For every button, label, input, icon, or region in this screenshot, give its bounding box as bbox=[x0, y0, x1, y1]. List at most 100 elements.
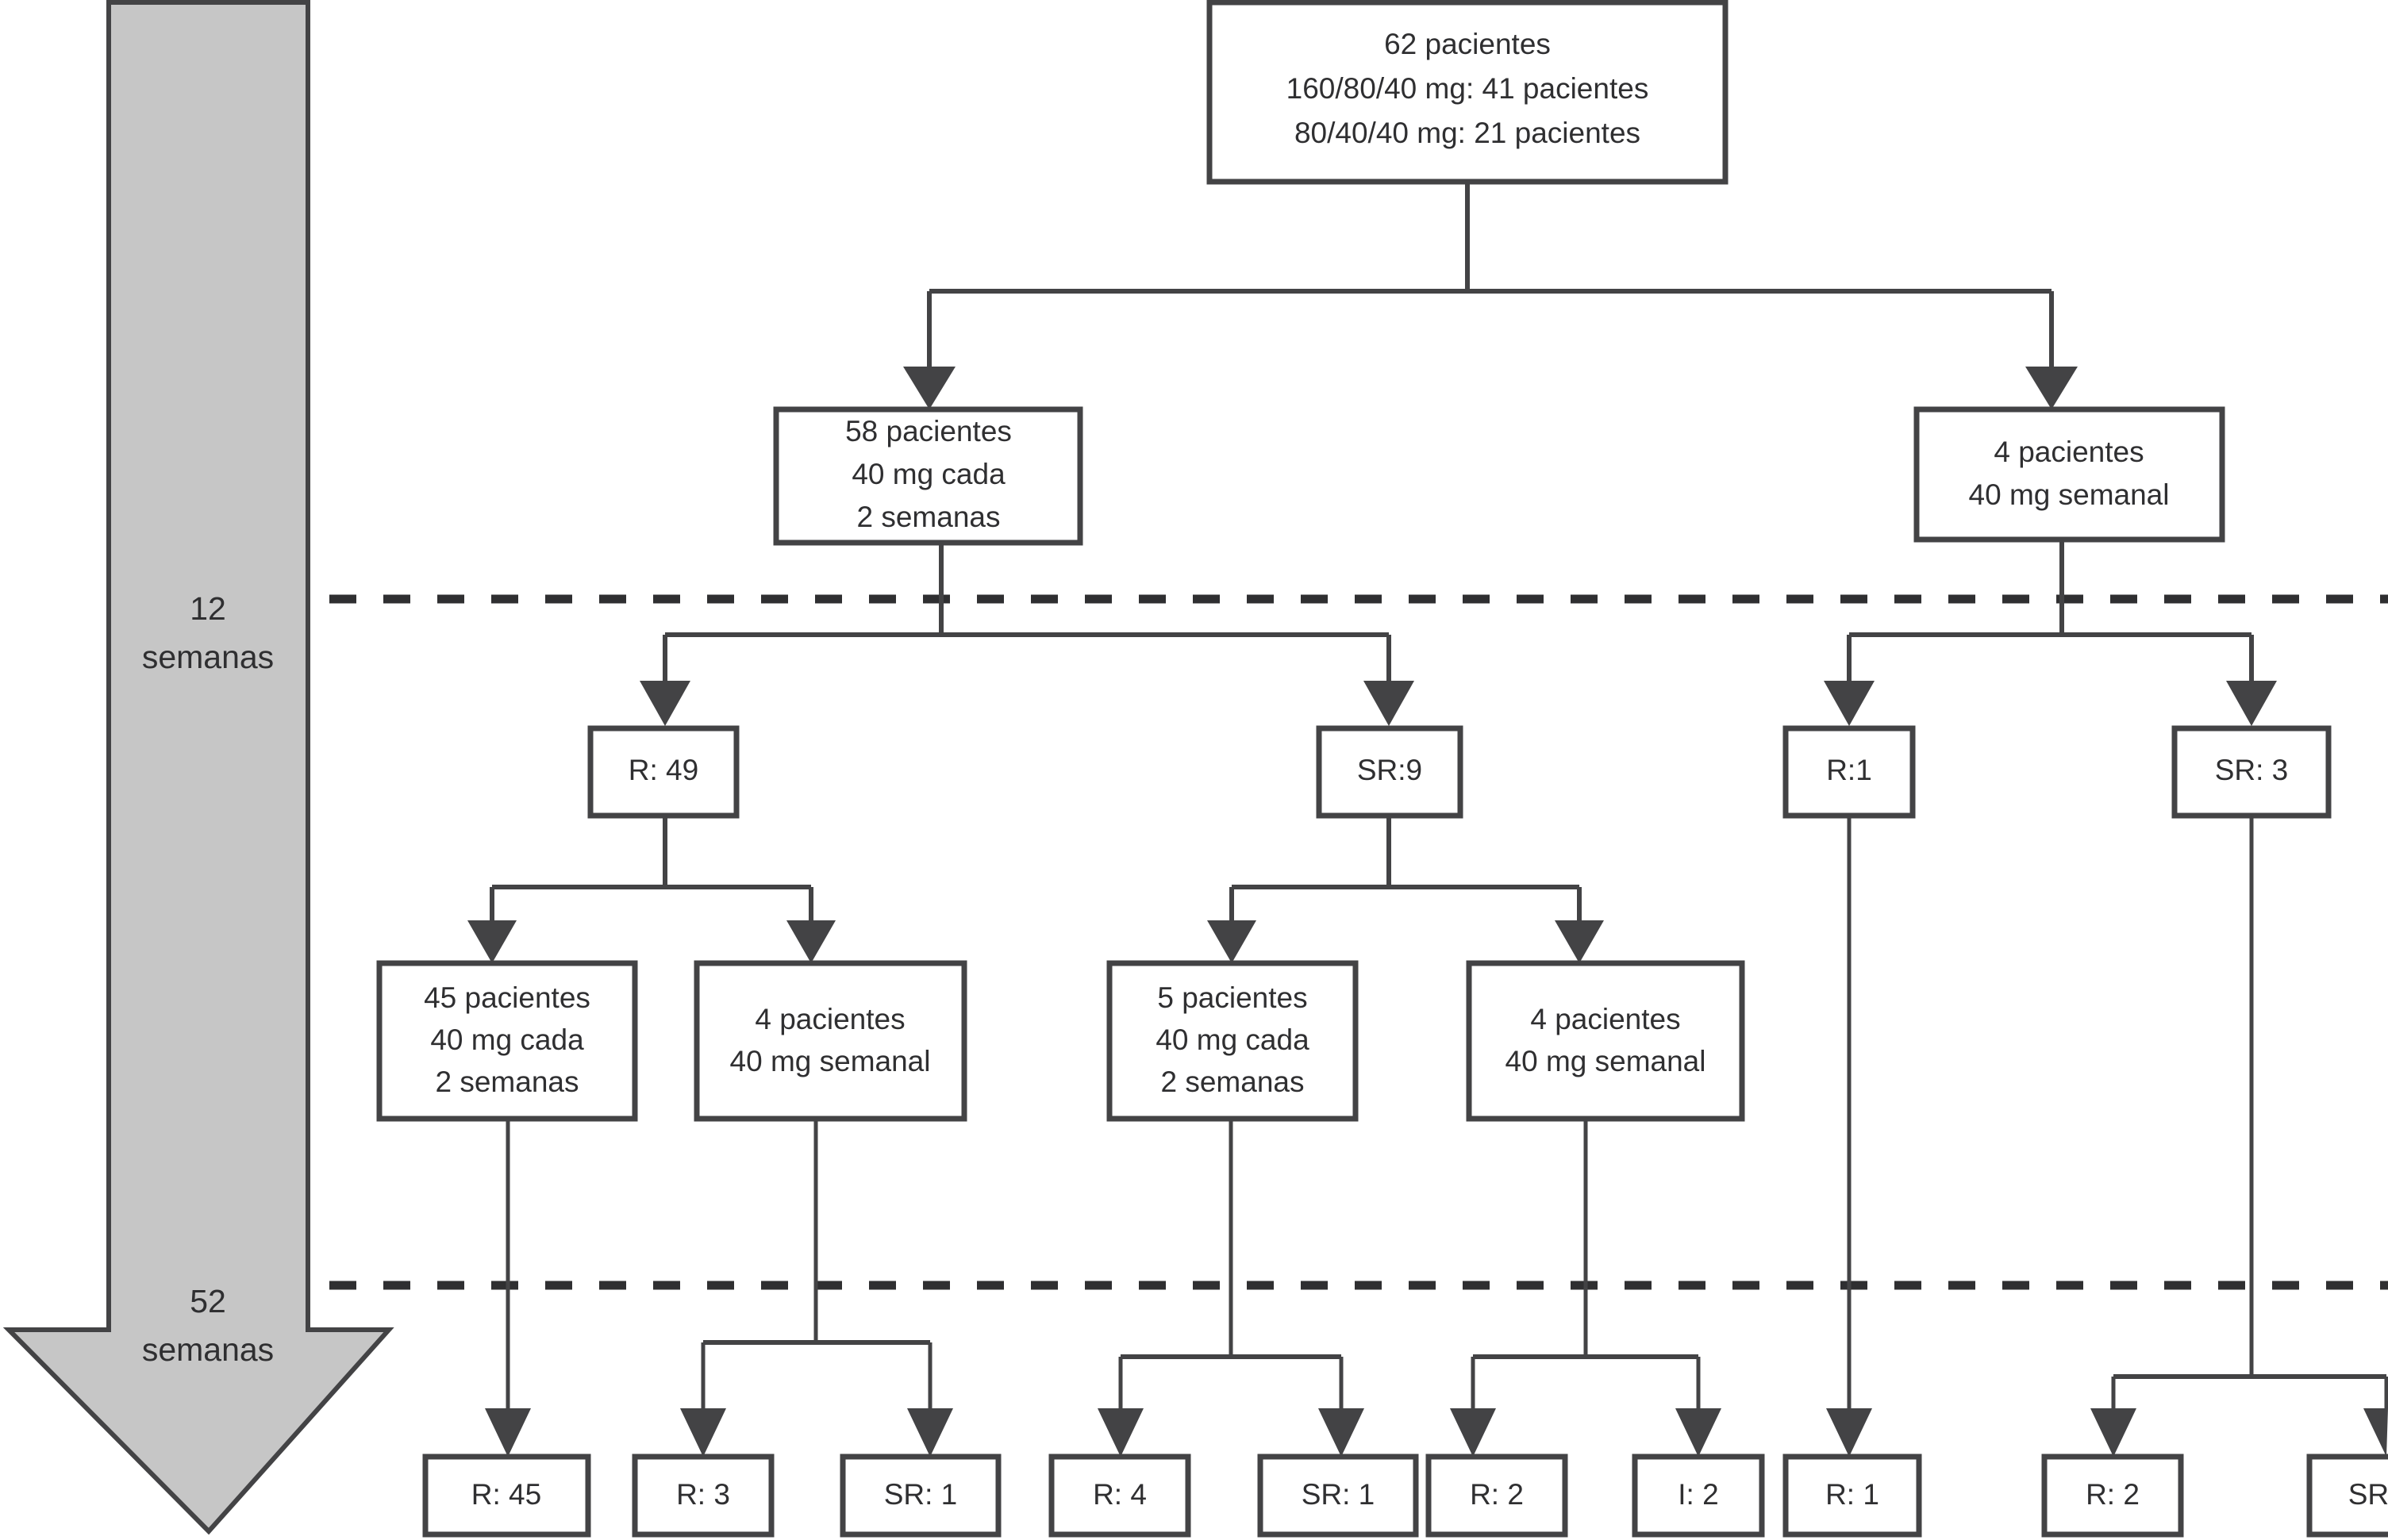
arrowhead-to-dose-45 bbox=[467, 920, 517, 963]
group-4-weekly-box bbox=[1913, 406, 2225, 543]
dose-5-q2w[interactable]: 5 pacientes 40 mg cada 2 semanas bbox=[1106, 960, 1359, 1122]
resp-sr-9[interactable]: SR:9 bbox=[1316, 725, 1463, 819]
resp-sr-9-box bbox=[1316, 725, 1463, 819]
outcome-r-2-a[interactable]: R: 2 bbox=[1425, 1454, 1568, 1538]
arrowhead-to-sr3 bbox=[2226, 681, 2277, 726]
resp-r-1[interactable]: R:1 bbox=[1782, 725, 1916, 819]
resp-r-49-label: R: 49 bbox=[629, 754, 698, 786]
outcome-r-2-b-label: R: 2 bbox=[2086, 1478, 2140, 1511]
group-4-weekly[interactable]: 4 pacientes 40 mg semanal bbox=[1913, 406, 2225, 543]
dose-45-q2w-box bbox=[376, 960, 638, 1122]
study-duration-arrow: 12 semanas 52 semanas bbox=[2, 0, 394, 1535]
outcome-r-1-label: R: 1 bbox=[1825, 1478, 1879, 1511]
group-58-q2w[interactable]: 58 pacientes 40 mg cada 2 semanas bbox=[773, 406, 1083, 546]
resp-r-49[interactable]: R: 49 bbox=[587, 725, 740, 819]
outcome-r-45-label: R: 45 bbox=[471, 1478, 541, 1511]
resp-sr-3-box bbox=[2171, 725, 2332, 819]
resp-r-1-label: R:1 bbox=[1826, 754, 1872, 786]
root-cohort-box bbox=[1206, 0, 1729, 185]
outcome-r-4[interactable]: R: 4 bbox=[1048, 1454, 1191, 1538]
outcome-i-2-box bbox=[1632, 1454, 1765, 1538]
group-58-q2w-line-1: 58 pacientes bbox=[845, 415, 1012, 447]
arrowhead-to-outcome-sr1b bbox=[1318, 1408, 1364, 1457]
outcome-sr-1-c-box bbox=[2306, 1454, 2388, 1538]
dose-45-q2w-line-3: 2 semanas bbox=[436, 1066, 579, 1098]
dose-4-weekly-a-box bbox=[694, 960, 967, 1122]
dose-4-weekly-a-line-2: 40 mg semanal bbox=[730, 1045, 931, 1077]
arrowhead-to-r49 bbox=[640, 681, 690, 726]
outcome-r-2-a-label: R: 2 bbox=[1470, 1478, 1524, 1511]
timeline-arrow-shape bbox=[2, 0, 394, 1535]
outcome-r-2-b[interactable]: R: 2 bbox=[2041, 1454, 2184, 1538]
dose-4-weekly-b-line-1: 4 pacientes bbox=[1530, 1003, 1680, 1035]
arrowhead-to-outcome-sr1c bbox=[2363, 1408, 2388, 1457]
group-4-weekly-line-2: 40 mg semanal bbox=[1969, 478, 2170, 511]
timeline-label-52-line1: 52 bbox=[190, 1283, 226, 1319]
group-4-weekly-line-1: 4 pacientes bbox=[1994, 436, 2144, 468]
root-cohort-line-2: 160/80/40 mg: 41 pacientes bbox=[1286, 72, 1649, 105]
resp-sr-9-label: SR:9 bbox=[1357, 754, 1422, 786]
outcome-r-4-box bbox=[1048, 1454, 1191, 1538]
outcome-sr-1-c-label: SR: 1 bbox=[2348, 1478, 2388, 1511]
outcome-sr-1-a-label: SR: 1 bbox=[884, 1478, 958, 1511]
arrowhead-to-outcome-r45 bbox=[485, 1408, 531, 1457]
outcome-i-2[interactable]: I: 2 bbox=[1632, 1454, 1765, 1538]
arrowhead-to-outcome-r2b bbox=[2090, 1408, 2136, 1457]
outcome-i-2-label: I: 2 bbox=[1678, 1478, 1718, 1511]
arrowhead-to-sr9 bbox=[1363, 681, 1414, 726]
arrowhead-to-outcome-sr1a bbox=[907, 1408, 953, 1457]
outcome-r-4-label: R: 4 bbox=[1093, 1478, 1147, 1511]
dose-4-weekly-b-box bbox=[1466, 960, 1745, 1122]
group-58-q2w-line-3: 2 semanas bbox=[857, 501, 1001, 533]
arrowhead-to-r1 bbox=[1824, 681, 1875, 726]
resp-sr-3[interactable]: SR: 3 bbox=[2171, 725, 2332, 819]
dose-5-q2w-box bbox=[1106, 960, 1359, 1122]
resp-r-1-box bbox=[1782, 725, 1916, 819]
timeline-label-52-line2: semanas bbox=[142, 1331, 274, 1368]
outcome-sr-1-c[interactable]: SR: 1 bbox=[2306, 1454, 2388, 1538]
outcome-sr-1-b-label: SR: 1 bbox=[1302, 1478, 1375, 1511]
dose-45-q2w[interactable]: 45 pacientes 40 mg cada 2 semanas bbox=[376, 960, 638, 1122]
arrowhead-to-outcome-i2 bbox=[1675, 1408, 1721, 1457]
dose-4-weekly-a[interactable]: 4 pacientes 40 mg semanal bbox=[694, 960, 967, 1122]
arrowhead-to-outcome-r4 bbox=[1098, 1408, 1144, 1457]
outcome-r-3[interactable]: R: 3 bbox=[632, 1454, 775, 1538]
timeline-label-12-line2: semanas bbox=[142, 639, 274, 675]
connectors bbox=[467, 182, 2388, 1457]
dose-5-q2w-line-1: 5 pacientes bbox=[1157, 981, 1307, 1014]
dose-4-weekly-b-line-2: 40 mg semanal bbox=[1505, 1045, 1706, 1077]
arrowhead-to-group-4 bbox=[2025, 367, 2078, 409]
resp-sr-3-label: SR: 3 bbox=[2215, 754, 2289, 786]
group-58-q2w-line-2: 40 mg cada bbox=[852, 458, 1006, 490]
dose-5-q2w-line-2: 40 mg cada bbox=[1156, 1023, 1309, 1056]
root-cohort[interactable]: 62 pacientes 160/80/40 mg: 41 pacientes … bbox=[1206, 0, 1729, 185]
outcome-r-1[interactable]: R: 1 bbox=[1782, 1454, 1922, 1538]
arrowhead-to-group-58 bbox=[903, 367, 956, 409]
dose-45-q2w-line-2: 40 mg cada bbox=[430, 1023, 584, 1056]
outcome-r-3-label: R: 3 bbox=[676, 1478, 730, 1511]
outcome-r-2-b-box bbox=[2041, 1454, 2184, 1538]
outcome-sr-1-a[interactable]: SR: 1 bbox=[840, 1454, 1002, 1538]
outcome-r-45-box bbox=[422, 1454, 591, 1538]
outcome-sr-1-a-box bbox=[840, 1454, 1002, 1538]
outcome-r-45[interactable]: R: 45 bbox=[422, 1454, 591, 1538]
arrowhead-to-dose-4b bbox=[1555, 920, 1604, 963]
outcome-sr-1-b-box bbox=[1257, 1454, 1419, 1538]
outcome-r-2-a-box bbox=[1425, 1454, 1568, 1538]
arrowhead-to-outcome-r1 bbox=[1826, 1408, 1872, 1457]
outcome-sr-1-b[interactable]: SR: 1 bbox=[1257, 1454, 1419, 1538]
arrowhead-to-dose-5 bbox=[1207, 920, 1256, 963]
outcome-r-3-box bbox=[632, 1454, 775, 1538]
group-58-q2w-box bbox=[773, 406, 1083, 546]
arrowhead-to-outcome-r3 bbox=[680, 1408, 726, 1457]
dose-45-q2w-line-1: 45 pacientes bbox=[424, 981, 590, 1014]
root-cohort-line-3: 80/40/40 mg: 21 pacientes bbox=[1294, 117, 1640, 149]
timeline-label-12-line1: 12 bbox=[190, 590, 226, 627]
dose-4-weekly-b[interactable]: 4 pacientes 40 mg semanal bbox=[1466, 960, 1745, 1122]
dose-4-weekly-a-line-1: 4 pacientes bbox=[755, 1003, 905, 1035]
dose-5-q2w-line-3: 2 semanas bbox=[1161, 1066, 1305, 1098]
root-cohort-line-1: 62 pacientes bbox=[1384, 28, 1551, 60]
resp-r-49-box bbox=[587, 725, 740, 819]
arrowhead-to-outcome-r2a bbox=[1450, 1408, 1496, 1457]
